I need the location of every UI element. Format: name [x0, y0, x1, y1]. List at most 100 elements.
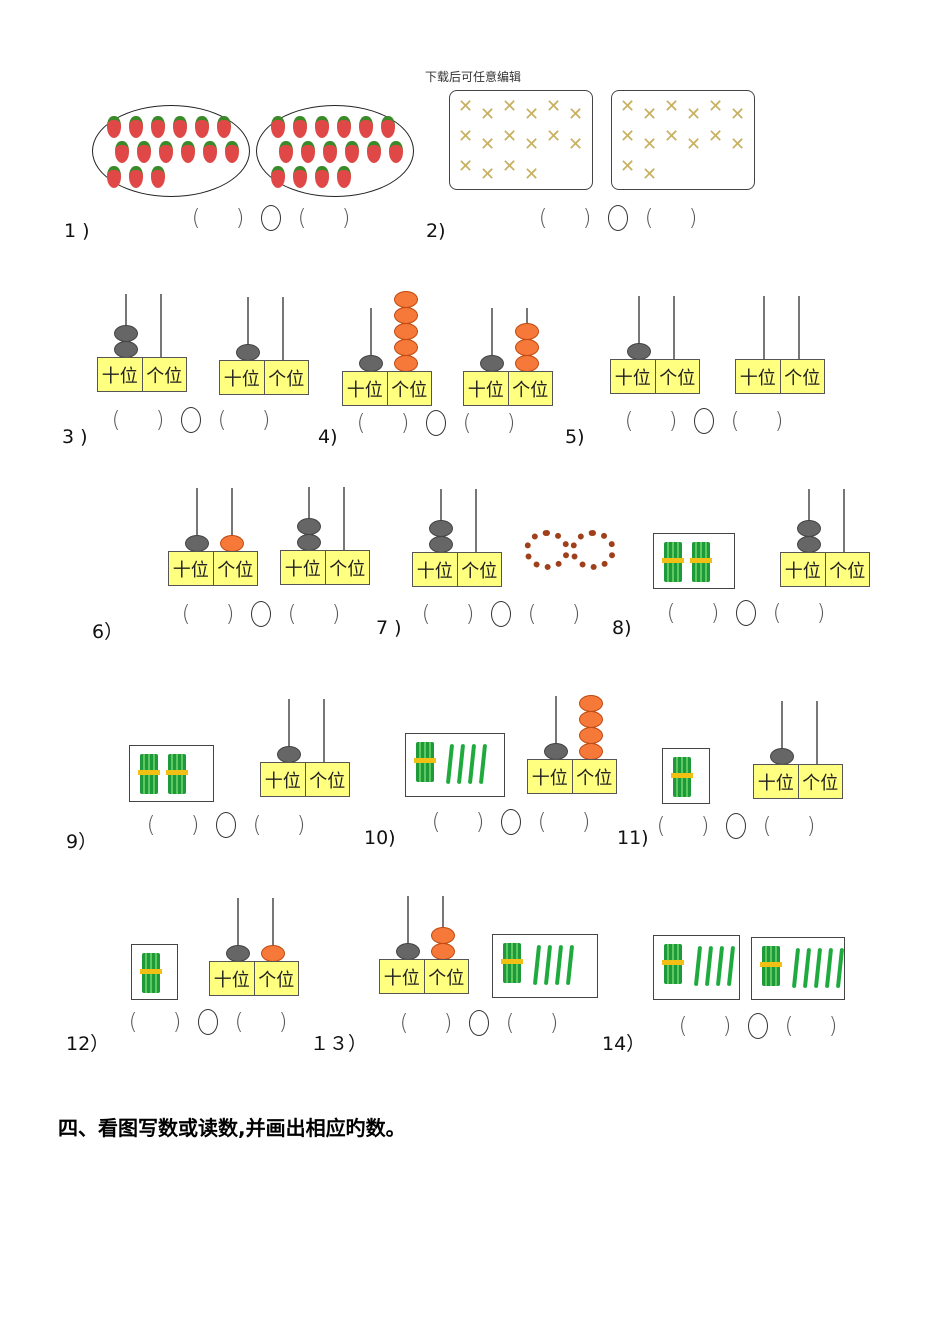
ones-rod: [231, 488, 233, 552]
answer-group: ()(): [415, 601, 587, 627]
strawberry-icon: [279, 141, 293, 163]
ones-bead: [394, 323, 418, 340]
comparison-circle[interactable]: [694, 408, 714, 434]
ones-bead: [579, 711, 603, 728]
single-stick-icon: [565, 944, 575, 986]
single-stick-icon: [456, 743, 466, 785]
comparison-circle[interactable]: [198, 1009, 218, 1035]
place-value-box: 十位个位: [412, 552, 502, 587]
comparison-circle[interactable]: [608, 205, 628, 231]
strawberry-icon: [359, 116, 373, 138]
close-paren: ): [235, 205, 245, 231]
bird-icon: ✕: [730, 134, 746, 155]
tens-label: 十位: [531, 767, 568, 789]
tens-bead: [627, 343, 651, 360]
close-paren: ): [261, 407, 271, 433]
open-paren: (: [128, 1009, 138, 1035]
comparison-circle[interactable]: [736, 600, 756, 626]
stick-bundle-box: [131, 944, 178, 1000]
open-paren: (: [111, 407, 121, 433]
abacus: 十位个位: [463, 306, 553, 406]
tens-label: 十位: [784, 560, 821, 582]
comparison-circle[interactable]: [261, 205, 281, 231]
stick-bundle-icon: [671, 757, 693, 797]
bird-icon: ✕: [524, 134, 540, 155]
ones-label: 个位: [507, 372, 553, 405]
comparison-circle[interactable]: [181, 407, 201, 433]
comparison-circle[interactable]: [469, 1010, 489, 1036]
ones-label: 个位: [141, 358, 187, 391]
bird-icon: ✕: [546, 126, 562, 147]
tens-label: 十位: [614, 367, 651, 389]
stick-bundle-box: [751, 937, 845, 1000]
abacus: 十位个位: [753, 699, 843, 799]
strawberry-icon: [315, 166, 329, 188]
tens-rod: [638, 296, 640, 360]
ones-label: 个位: [423, 960, 469, 993]
ones-rod: [843, 489, 845, 553]
single-stick-icon: [554, 944, 564, 986]
bird-icon: ✕: [642, 164, 658, 185]
ones-bead: [515, 323, 539, 340]
single-stick-icon: [467, 743, 477, 785]
tens-bead: [185, 535, 209, 552]
tens-bead: [544, 743, 568, 760]
bird-icon: ✕: [664, 96, 680, 117]
tens-label: 十位: [172, 559, 209, 581]
strawberry-icon: [389, 141, 403, 163]
open-paren: (: [356, 410, 366, 436]
ones-label: 个位: [253, 962, 299, 995]
problem-label: 8): [612, 617, 632, 639]
strawberry-icon: [115, 141, 129, 163]
strawberry-icon: [271, 166, 285, 188]
single-stick-icon: [835, 947, 845, 989]
strawberry-icon: [271, 116, 285, 138]
answer-group: ()(): [660, 600, 832, 626]
single-stick-icon: [543, 944, 553, 986]
tens-bead: [359, 355, 383, 372]
comparison-circle[interactable]: [251, 601, 271, 627]
place-value-box: 十位个位: [342, 371, 432, 406]
answer-group: ()(): [350, 410, 522, 436]
tens-label: 十位: [757, 772, 794, 794]
tens-label: 十位: [213, 969, 250, 991]
open-paren: (: [217, 407, 227, 433]
single-stick-icon: [726, 945, 736, 987]
stick-bundle-icon: [138, 754, 160, 794]
problem-label: 3 ): [62, 426, 88, 448]
single-stick-icon: [802, 947, 812, 989]
abacus: 十位个位: [379, 894, 469, 994]
strawberry-icon: [293, 166, 307, 188]
stick-bundle-box: [492, 934, 598, 998]
single-stick-icon: [704, 945, 714, 987]
bird-icon: ✕: [546, 96, 562, 117]
close-paren: ): [722, 1013, 732, 1039]
strawberry-icon: [345, 141, 359, 163]
place-value-box: 十位个位: [97, 357, 187, 392]
open-paren: (: [772, 600, 782, 626]
comparison-circle[interactable]: [426, 410, 446, 436]
comparison-circle[interactable]: [501, 809, 521, 835]
tens-label: 十位: [467, 379, 504, 401]
single-stick-icon: [715, 945, 725, 987]
place-value-box: 十位个位: [527, 759, 617, 794]
tens-label: 十位: [284, 558, 321, 580]
close-paren: ): [465, 601, 475, 627]
close-paren: ): [296, 812, 306, 838]
comparison-circle[interactable]: [216, 812, 236, 838]
comparison-circle[interactable]: [491, 601, 511, 627]
problem-label: 6）: [92, 621, 124, 643]
tens-rod: [370, 308, 372, 372]
comparison-circle[interactable]: [726, 813, 746, 839]
strawberry-icon: [173, 116, 187, 138]
close-paren: ): [172, 1009, 182, 1035]
tens-rod: [555, 696, 557, 760]
bird-icon: ✕: [458, 156, 474, 177]
ones-bead: [579, 743, 603, 760]
tens-rod: [196, 488, 198, 552]
single-stick-icon: [445, 743, 455, 785]
strawberry-icon: [337, 166, 351, 188]
comparison-circle[interactable]: [748, 1013, 768, 1039]
single-stick-icon: [532, 944, 542, 986]
